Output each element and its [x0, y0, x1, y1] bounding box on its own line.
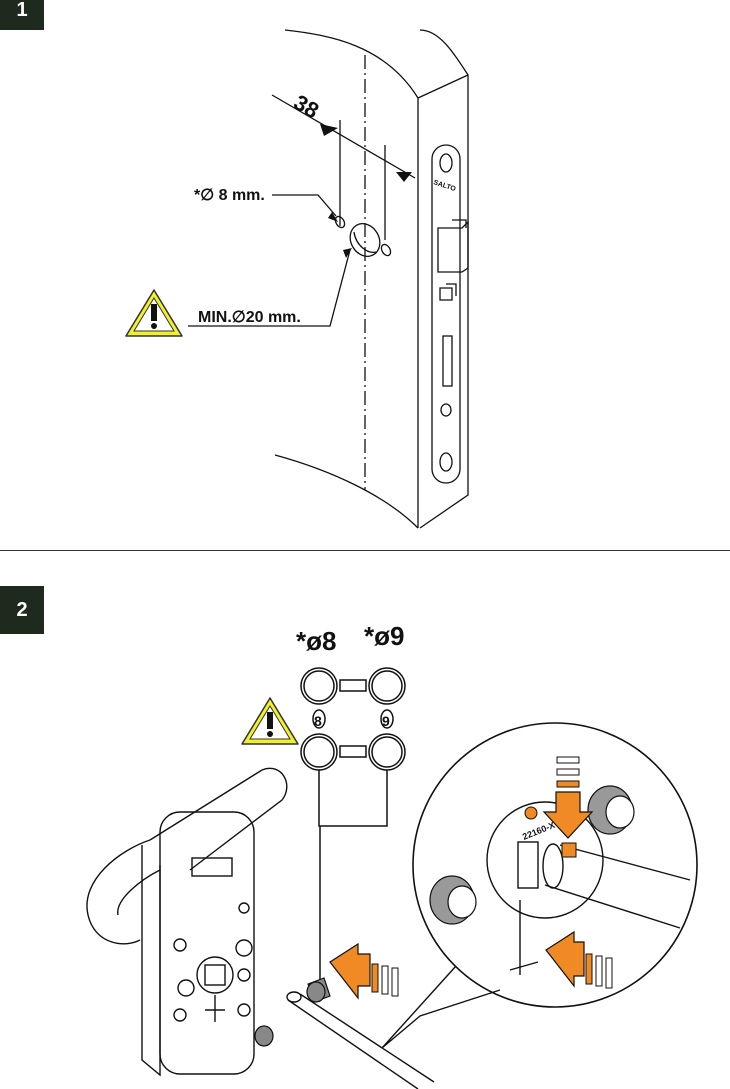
brand-logo: SALTO: [432, 179, 457, 193]
door-top-curve: [284, 29, 419, 99]
step-1-badge: 1: [0, 0, 44, 30]
zoom-callout: [412, 722, 698, 1008]
display-window: [191, 857, 233, 877]
dimension-arrow-left: [320, 124, 338, 136]
mark-9-label: 9: [382, 713, 390, 729]
handle-assembly-diagram: *ø8 *ø9 8 9: [86, 621, 698, 1089]
zoom-bushings: [429, 785, 635, 925]
arrow-icon-zoom-down: [542, 756, 594, 839]
dimension-arrow-right: [396, 172, 412, 182]
step-2-number: 2: [16, 598, 28, 621]
door-bottom-curve: [274, 454, 419, 529]
lock-faceplate: [431, 144, 461, 484]
spindle-bar: [286, 991, 435, 1089]
zoom-leader: [381, 965, 501, 1049]
leader-8mm: [272, 194, 337, 217]
cylinder-hole: [349, 223, 381, 257]
door-handle: [86, 767, 288, 945]
warning-icon: [125, 289, 183, 337]
escutcheon-plate: [141, 811, 255, 1077]
screw-bushings: [254, 977, 331, 1047]
zoom-detail: [486, 801, 691, 975]
dimension-38-label: 38: [290, 90, 324, 124]
step-2-badge: 2: [0, 586, 44, 634]
hole-20mm-label: MIN.∅20 mm.: [198, 309, 301, 326]
door-drilling-diagram: 38 *∅ 8 mm. MIN.∅20 mm. SALTO: [125, 29, 469, 529]
arrow-icon-zoom-left: [545, 930, 613, 989]
small-hole-right: [380, 243, 392, 257]
leader-20mm: [188, 249, 351, 327]
section-divider: [0, 550, 730, 551]
option-8-label: *ø8: [296, 626, 336, 656]
arrow-icon: [329, 942, 399, 1000]
pin: [561, 842, 577, 858]
warning-icon-2: [241, 697, 299, 745]
small-hole-left: [334, 215, 346, 229]
dimension-line: [271, 94, 416, 179]
hole-8mm-label: *∅ 8 mm.: [194, 187, 265, 204]
orange-dot: [524, 806, 538, 820]
step-1-number: 1: [16, 0, 28, 21]
option-9-label: *ø9: [364, 621, 404, 651]
latch-bolt: [437, 220, 469, 273]
spindle-size-options: [300, 667, 406, 982]
mark-8-label: 8: [314, 713, 322, 729]
deadbolt-slot: [442, 335, 453, 387]
